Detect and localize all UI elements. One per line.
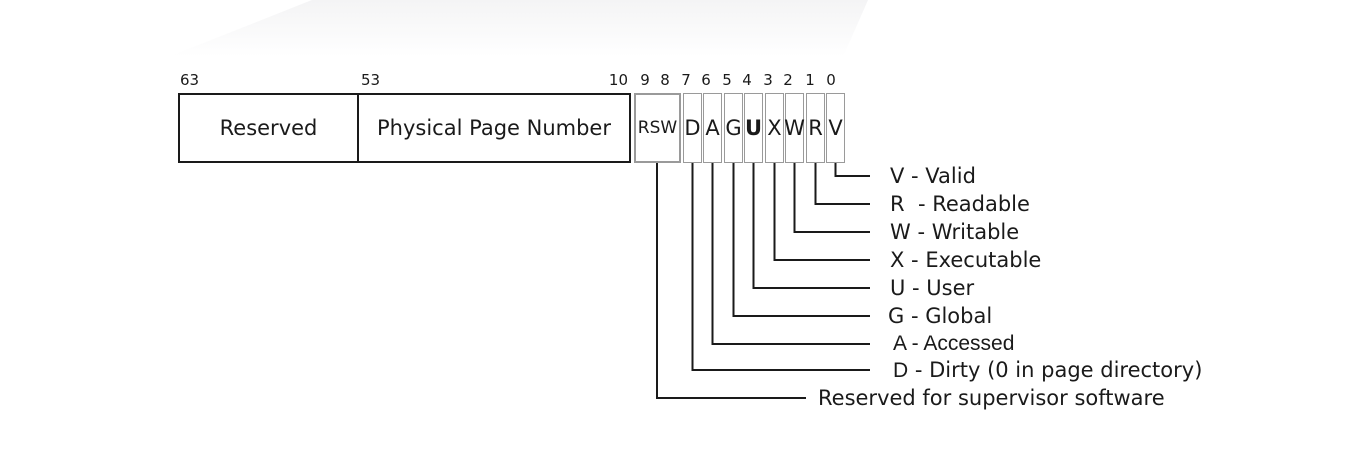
bit-number-5: 5 (722, 71, 732, 89)
bit-number-10: 10 (608, 71, 628, 89)
connector-rsw (656, 161, 806, 399)
bit-cell-w: W (784, 93, 805, 163)
bit-cell-x: X (765, 93, 784, 163)
field-reserved: Reserved (178, 93, 359, 163)
legend-accessed: A - Accessed (893, 332, 1015, 355)
bit-number-3: 3 (763, 71, 773, 89)
bit-number-63: 63 (180, 71, 200, 89)
connector-a (711, 161, 870, 345)
bit-number-1: 1 (805, 71, 815, 89)
connector-u (752, 161, 870, 289)
bit-cell-g: G (724, 93, 743, 163)
bit-cell-r: R (806, 93, 825, 163)
connector-x (773, 161, 870, 261)
legend-executable: X - Executable (890, 248, 1042, 272)
connector-w (793, 161, 870, 233)
field-reserved-label: Reserved (219, 116, 318, 140)
legend-dirty-letter: D (893, 359, 909, 382)
legend-user: U - User (890, 276, 975, 300)
bit-number-6: 6 (701, 71, 711, 89)
bit-number-9: 9 (640, 71, 650, 89)
legend-dirty-text: - Dirty (0 in page directory) (908, 358, 1203, 382)
connector-g (732, 161, 870, 317)
bit-number-4: 4 (742, 71, 752, 89)
legend-writable: W - Writable (890, 220, 1020, 244)
bit-cell-d: D (683, 93, 702, 163)
decorative-band (168, 0, 868, 57)
connector-v (834, 161, 870, 177)
legend-global: G - Global (888, 304, 993, 328)
field-ppn-label: Physical Page Number (377, 116, 611, 140)
legend-dirty: D - Dirty (0 in page directory) (893, 356, 1202, 385)
bit-number-7: 7 (681, 71, 691, 89)
bit-cell-v: V (826, 93, 845, 163)
field-physical-page-number: Physical Page Number (357, 93, 631, 163)
bit-number-8: 8 (660, 71, 670, 89)
legend-valid: V - Valid (890, 164, 976, 188)
bit-number-2: 2 (783, 71, 793, 89)
bit-cell-rsw: RSW (634, 93, 681, 163)
bit-cell-u: U (744, 93, 763, 163)
legend-rsw: Reserved for supervisor software (818, 386, 1165, 410)
connector-d (691, 161, 870, 371)
connector-r (814, 161, 870, 205)
legend-readable: R - Readable (890, 192, 1030, 216)
bit-number-53: 53 (361, 71, 381, 89)
bit-cell-a: A (703, 93, 722, 163)
bit-number-0: 0 (826, 71, 836, 89)
